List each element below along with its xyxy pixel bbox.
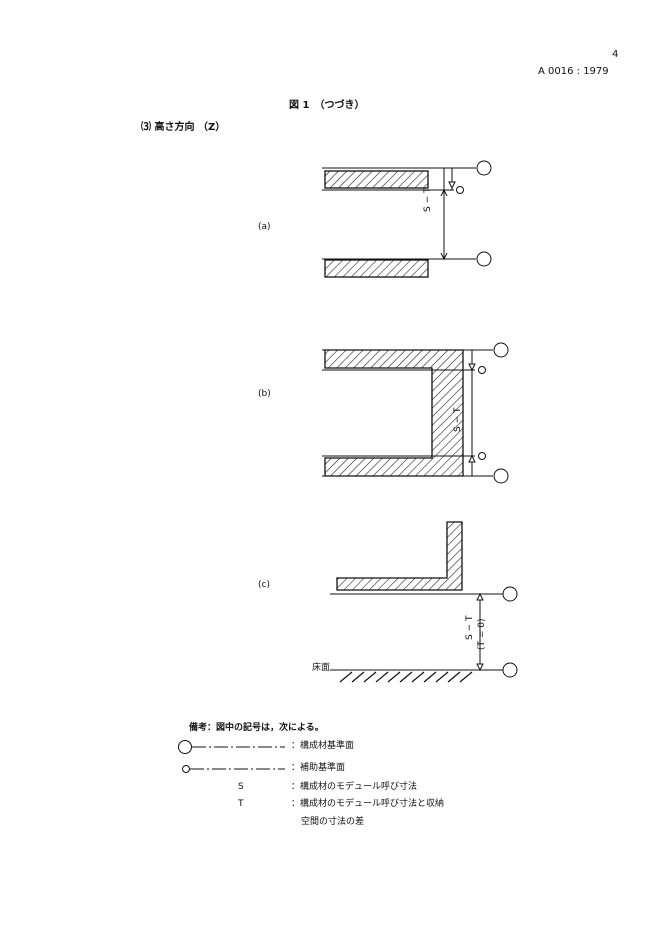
legend-text-s: ：構成材のモデュール呼び寸法 [291,782,418,792]
legend-text-t: ：構成材のモデュール呼び寸法と収納 [291,799,445,809]
legend-symbol-s: S [238,782,244,792]
label-c: (c) [258,580,270,590]
member-b-channel [324,349,464,477]
floor-hatching [339,671,473,683]
legend-text-t-continuation: 空間の寸法の差 [301,817,365,827]
member-a-bottom [324,259,429,278]
section-heading: ⑶ 高さ方向 （Z） [141,122,226,133]
aux-circle-b1 [478,366,486,374]
aux-circle-b2 [478,452,486,460]
label-a: (a) [258,222,271,232]
label-b: (b) [258,389,271,399]
floor-label: 床面 [312,663,331,673]
standard-code: A 0016 : 1979 [538,66,609,77]
member-a-top [324,170,429,189]
ref-circle-c2 [502,662,518,678]
remarks-heading: 備考：図中の記号は，次による。 [189,723,324,733]
ref-circle-a2 [476,251,492,267]
legend-symbol-t: T [238,799,244,809]
legend-large-circle [178,740,192,754]
member-c-l-shape [336,521,463,591]
page-number: 4 [612,49,619,60]
ref-circle-b1 [493,342,509,358]
legend-small-circle [182,765,190,773]
ref-circle-c1 [502,586,518,602]
aux-circle-a1 [456,186,464,194]
ref-circle-a1 [476,160,492,176]
ref-circle-b2 [493,468,509,484]
legend-text-ref-plane: ：構成材基準面 [291,741,355,751]
legend-text-aux-plane: ：補助基準面 [291,763,346,773]
arrow-a-bottom [440,252,448,261]
arrow-a-top [440,188,448,197]
figure-title: 図 1 （つづき） [289,100,365,111]
